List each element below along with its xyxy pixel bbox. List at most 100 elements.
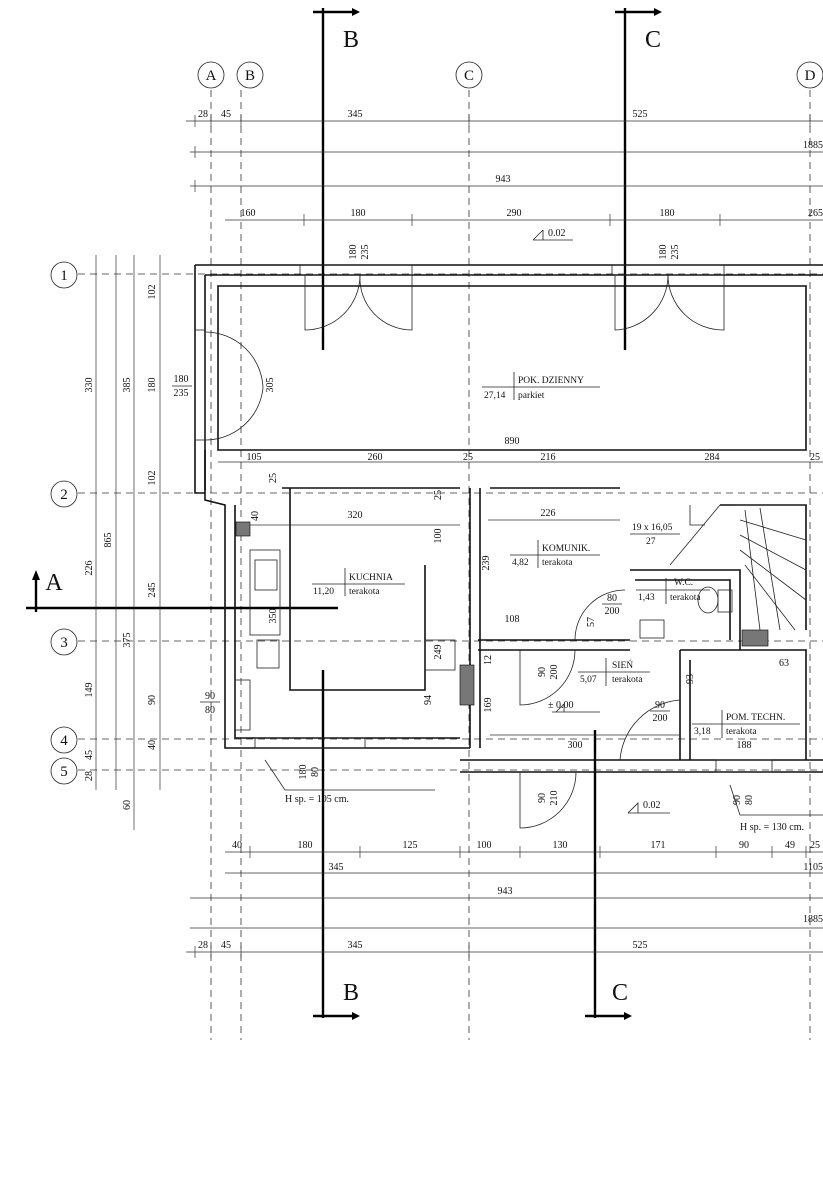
dim-value: 80: [205, 705, 215, 716]
axis-label: 2: [60, 487, 68, 503]
dim-value: 210: [549, 791, 560, 806]
bottom-dimension-chain-4: 1885: [190, 914, 823, 929]
room-area: 1,43: [638, 593, 655, 603]
bottom-dimension-chain-5: 28 45 345 525: [186, 940, 823, 958]
column-axis-d: D: [796, 61, 823, 89]
dim-value: 100: [477, 840, 492, 851]
dim-value: 100: [433, 529, 444, 544]
dim-value: 80: [310, 767, 321, 777]
dim-value: 345: [329, 862, 344, 873]
dim-value: 180: [174, 374, 189, 385]
row-axis-2: 2: [50, 480, 78, 508]
dim-value: 180: [660, 208, 675, 219]
dim-value: 57: [586, 617, 597, 627]
room-name: KUCHNIA: [349, 573, 393, 583]
row-axis-3: 3: [50, 628, 78, 656]
left-dimension-chain-1: 330 226 375 149: [84, 255, 133, 790]
window-dimensions: 180 80 90 80: [298, 765, 755, 806]
section-label: A: [45, 570, 63, 596]
dim-value: 943: [498, 886, 513, 897]
section-label-bottom: C: [612, 980, 628, 1006]
dim-value: 943: [496, 174, 511, 185]
column-axis-a: A: [197, 61, 225, 89]
dim-value: 284: [705, 452, 720, 463]
dim-value: 1885: [803, 140, 823, 151]
kitchen-fixtures: [234, 521, 475, 731]
axis-label: 5: [60, 764, 68, 780]
dim-value: 180: [348, 245, 359, 260]
dim-value: 45: [221, 109, 231, 120]
room-wc: W.C. 1,43 terakota: [636, 578, 710, 604]
level-marker-bottom: 0.02: [627, 800, 670, 814]
dim-value: 25: [810, 452, 820, 463]
dim-value: 90: [732, 795, 743, 805]
dim-value: 160: [241, 208, 256, 219]
room-name: POM. TECHN.: [726, 713, 785, 723]
sill-note: H sp. = 105 cm.: [285, 794, 349, 805]
bottom-dimension-chain-2: 345 1105: [225, 862, 823, 874]
dim-value: 235: [670, 245, 681, 260]
dim-value: 90: [147, 695, 158, 705]
dim-value: 180: [147, 378, 158, 393]
dim-value: 249: [433, 645, 444, 660]
dim-value: 12: [483, 655, 494, 665]
dim-value: 80: [607, 593, 617, 604]
section-cut-b: B B: [313, 8, 360, 1020]
dim-value: 350: [268, 609, 279, 624]
axis-label: C: [464, 68, 474, 84]
dim-value: 45: [84, 750, 95, 760]
dim-value: 105: [247, 452, 262, 463]
dim-value: 235: [360, 245, 371, 260]
room-name: SIEŃ: [612, 659, 633, 671]
section-label-top: C: [645, 27, 661, 53]
dim-value: 90: [537, 667, 548, 677]
top-dimension-chain-2: 943: [190, 174, 823, 192]
dim-value: 63: [779, 658, 789, 669]
room-area: 11,20: [313, 587, 334, 597]
axis-label: 4: [60, 733, 68, 749]
door-dimension-top: 180 235 180 235: [348, 245, 681, 260]
sill-note-right: H sp. = 130 cm.: [729, 784, 823, 833]
section-label-top: B: [343, 27, 359, 53]
axis-label: 1: [60, 268, 68, 284]
dim-value: 25: [268, 473, 279, 483]
room-area: 27,14: [484, 391, 506, 401]
dim-value: 25: [433, 490, 444, 500]
axis-label: D: [805, 68, 816, 84]
dim-value: 320: [348, 510, 363, 521]
dim-value: 102: [147, 285, 158, 300]
dim-value: 28: [198, 940, 208, 951]
level-marker-entrance: ± 0.00: [548, 700, 600, 713]
row-axis-5: 5: [50, 757, 78, 785]
dim-value: 60: [122, 800, 133, 810]
bottom-dimension-chain-1: 40 180 125 100 130 171 90 49 25: [225, 840, 823, 858]
dim-value: 1885: [803, 914, 823, 925]
dim-value: 80: [744, 795, 755, 805]
dim-value: 290: [507, 208, 522, 219]
row-axis-4: 4: [50, 726, 78, 754]
stairs-count: 19 x 16,05: [632, 523, 673, 533]
dim-value: 125: [403, 840, 418, 851]
room-floor: terakota: [670, 593, 701, 603]
room-area: 5,07: [580, 675, 597, 685]
bottom-dimension-chain-3: 943: [190, 886, 823, 899]
level-value: 0.02: [548, 228, 566, 239]
dim-value: 45: [221, 940, 231, 951]
axis-label: 3: [60, 635, 68, 651]
room-floor: terakota: [726, 727, 757, 737]
axis-label: A: [206, 68, 217, 84]
dim-value: 385: [122, 378, 133, 393]
room-floor: terakota: [612, 675, 643, 685]
room-floor: terakota: [542, 558, 573, 568]
room-floor: terakota: [349, 587, 380, 597]
dim-value: 102: [147, 471, 158, 486]
dim-value: 49: [785, 840, 795, 851]
dim-value: 28: [198, 109, 208, 120]
dim-value: 40: [232, 840, 242, 851]
dim-value: 25: [463, 452, 473, 463]
dim-value: 149: [84, 683, 95, 698]
section-cut-a: A: [26, 570, 338, 612]
dim-value: 93: [685, 674, 696, 684]
room-hall: KOMUNIK. 4,82 terakota: [510, 540, 600, 568]
